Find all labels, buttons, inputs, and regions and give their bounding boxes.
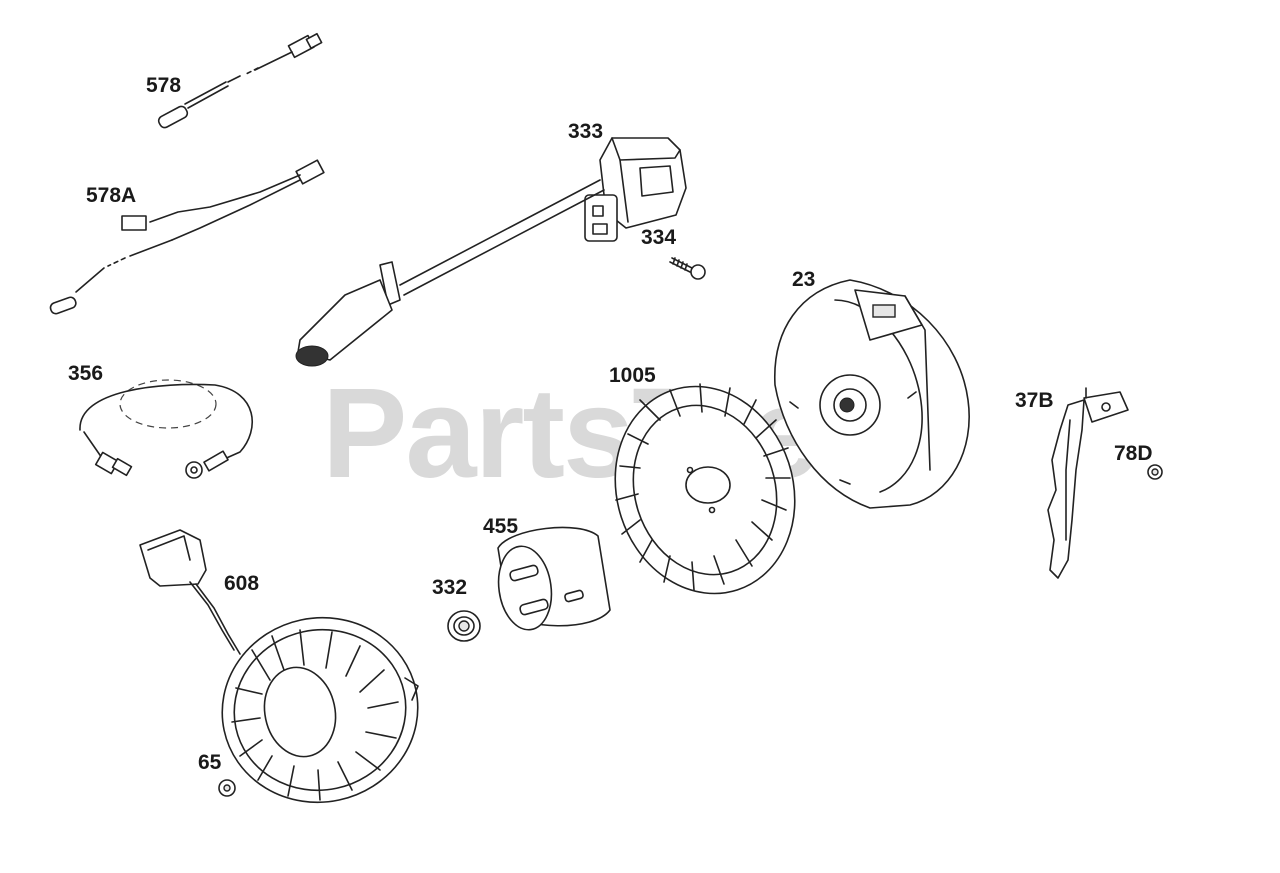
label-part-65[interactable]: 65 [198,751,222,774]
label-part-334[interactable]: 334 [641,226,677,249]
part-608-recoil-starter[interactable] [139,529,435,820]
label-part-1005[interactable]: 1005 [609,364,656,387]
part-78d-screw[interactable] [1147,464,1163,480]
part-334-screw[interactable] [669,257,706,280]
label-part-356[interactable]: 356 [68,362,104,385]
part-23-flywheel[interactable] [774,279,970,509]
label-part-333[interactable]: 333 [568,120,604,143]
label-part-578[interactable]: 578 [146,74,182,97]
part-356-ground-wire[interactable] [79,379,253,479]
part-65-bolt[interactable] [218,779,236,797]
label-part-608[interactable]: 608 [224,572,260,595]
part-1005-blower-fan[interactable] [589,363,821,617]
label-part-332[interactable]: 332 [432,576,468,599]
label-part-37b[interactable]: 37B [1015,389,1054,412]
part-332-nut[interactable] [447,610,481,642]
label-part-578a[interactable]: 578A [86,184,137,207]
label-part-455[interactable]: 455 [483,515,519,538]
part-578a-harness[interactable] [49,159,325,315]
label-part-78d[interactable]: 78D [1114,442,1153,465]
part-455-cup[interactable] [493,526,611,633]
part-37b-bracket[interactable] [1047,387,1129,579]
label-part-23[interactable]: 23 [792,268,816,291]
part-333-ignition-coil[interactable] [295,137,687,367]
part-578-wire-lead[interactable] [157,32,323,130]
